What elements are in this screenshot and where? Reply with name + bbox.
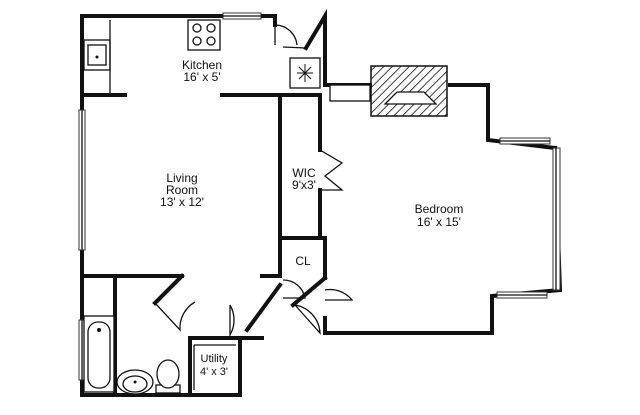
windows (78, 12, 561, 381)
living-label-line2: Room (166, 183, 198, 197)
wic-bifold-door (319, 149, 344, 191)
wic-dims: 9'x3' (292, 178, 316, 192)
living-label-line1: Living (166, 171, 197, 185)
door-living-bottom (229, 304, 235, 338)
utility-label: Utility (201, 353, 228, 365)
door-cl (282, 279, 306, 299)
bedroom-label: Bedroom (415, 202, 464, 216)
door-bedroom (324, 288, 354, 301)
room-labels: Kitchen 16' x 5' Living Room 13' x 12' W… (160, 58, 463, 378)
doors (154, 24, 354, 338)
bedroom-dims: 16' x 15' (417, 215, 461, 229)
fixtures (83, 19, 448, 395)
living-dims: 13' x 12' (160, 195, 204, 209)
fireplace-icon (329, 65, 448, 117)
door-bath (154, 301, 196, 332)
wic-label: WIC (292, 166, 316, 180)
utility-dims: 4' x 3' (200, 366, 228, 378)
kitchen-sink-icon (83, 20, 111, 95)
stove-icon (187, 19, 221, 51)
bathroom-sink-icon (116, 369, 154, 395)
toilet-icon (155, 359, 181, 394)
bathtub-icon (83, 315, 115, 393)
closet-label: CL (295, 254, 311, 268)
door-kitchen (274, 24, 298, 46)
door-bedroom-main (294, 304, 321, 335)
fridge-icon (289, 57, 321, 89)
interior-walls (80, 93, 328, 397)
kitchen-dims: 16' x 5' (183, 70, 220, 84)
kitchen-label: Kitchen (182, 58, 222, 72)
